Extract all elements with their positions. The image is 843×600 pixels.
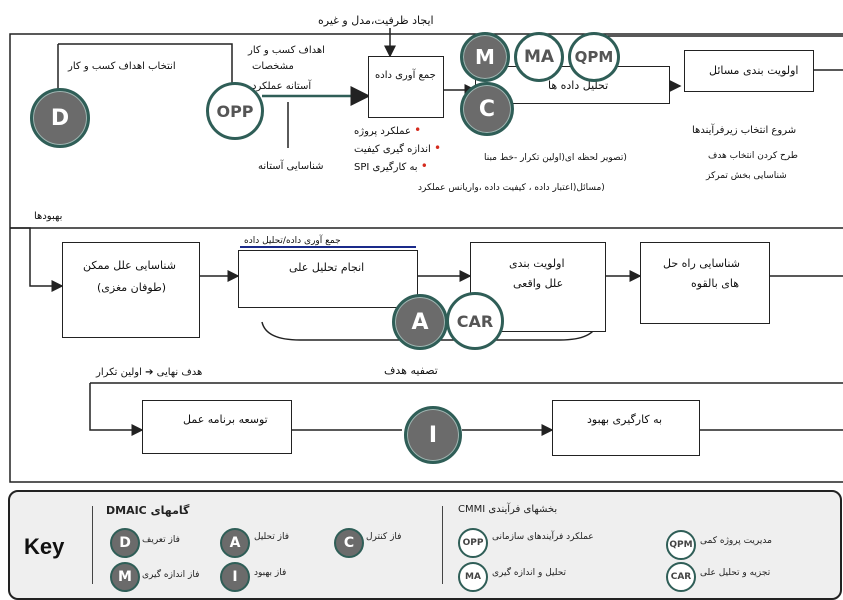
d-phase-circle: D <box>30 88 90 148</box>
bullet-2: • اندازه گیری کیفیت <box>354 141 442 156</box>
right-note-3: شناسایی بخش تمرکز <box>706 171 787 181</box>
solutions-line1: شناسایی راه حل <box>663 257 740 270</box>
first-iteration-label: هدف نهایی ➔ اولین تکرار <box>96 367 203 378</box>
action-plan-label: توسعه برنامه عمل <box>183 413 268 426</box>
bullet-3: • به کارگیری SPI <box>354 159 428 174</box>
key-divider-mid <box>442 506 443 584</box>
cmmi-title: بخشهای فرآیندی CMMI <box>458 504 558 515</box>
key-c-icon: C <box>334 528 364 558</box>
prioritize-box: اولویت بندی مسائل <box>684 50 814 92</box>
m-phase-circle: M <box>460 32 510 82</box>
solutions-box: شناسایی راه حل های بالقوه <box>640 242 770 324</box>
goals-spec-1: اهداف کسب و کار <box>248 45 325 56</box>
analysis-note-1: (تصویر لحظه ای(اولین تکرار -خط مبنا <box>484 153 627 163</box>
key-i-label: فاز بهبود <box>254 568 287 578</box>
root-causes-line1: شناسایی علل ممکن <box>83 259 176 272</box>
root-causes-box: شناسایی علل ممکن (طوفان مغزی) <box>62 242 200 338</box>
bullet-1: • عملکرد پروژه <box>354 123 422 138</box>
key-divider-left <box>92 506 93 584</box>
ma-circle: MA <box>514 32 564 82</box>
collect-data-box: جمع آوری داده <box>368 56 444 118</box>
prioritize-label: اولویت بندی مسائل <box>709 64 799 77</box>
a-phase-circle: A <box>392 294 448 350</box>
solutions-line2: های بالقوه <box>691 277 740 290</box>
opp-circle: OPP <box>206 82 264 140</box>
right-note-2: طرح کردن انتخاب هدف <box>708 151 798 161</box>
key-d-icon: D <box>110 528 140 558</box>
collect-data-label: جمع آوری داده <box>375 70 436 81</box>
key-d-label: فاز تعریف <box>142 535 180 545</box>
key-a-label: فاز تحلیل <box>254 532 290 542</box>
key-car-icon: CAR <box>666 562 696 592</box>
key-ma-icon: MA <box>458 562 488 592</box>
key-i-icon: I <box>220 562 250 592</box>
key-qpm-label: مدیریت پروژه کمی <box>700 536 772 546</box>
key-title: Key <box>24 534 65 559</box>
key-m-icon: M <box>110 562 140 592</box>
i-phase-circle: I <box>404 406 462 464</box>
key-car-label: تجزیه و تحلیل علی <box>700 568 771 578</box>
right-note-1: شروع انتخاب زیرفرآیندها <box>692 125 797 136</box>
analyze-data-label: تحلیل داده ها <box>548 79 609 92</box>
collect-analyze-label: جمع آوری داده/تحلیل داده <box>244 236 341 246</box>
key-ma-label: تحلیل و اندازه گیری <box>492 568 567 578</box>
c-phase-circle: C <box>460 82 514 136</box>
legend-key: Key گامهای DMAIC بخشهای فرآیندی CMMI D ف… <box>8 490 842 600</box>
improvements-label: بهبودها <box>34 211 63 222</box>
car-circle: CAR <box>446 292 504 350</box>
goals-spec-3: آستانه عملکرد <box>252 81 312 92</box>
apply-improve-box: به کارگیری بهبود <box>552 400 700 456</box>
goals-spec-2: مشخصات <box>252 61 294 72</box>
key-m-label: فاز اندازه گیری <box>142 570 200 580</box>
causal-analysis-label: انجام تحلیل علی <box>289 261 365 274</box>
apply-improve-label: به کارگیری بهبود <box>587 413 663 426</box>
key-opp-icon: OPP <box>458 528 488 558</box>
key-a-icon: A <box>220 528 250 558</box>
dmaic-title: گامهای DMAIC <box>106 504 190 517</box>
causal-analysis-box: انجام تحلیل علی <box>238 250 418 308</box>
qpm-circle: QPM <box>568 32 620 82</box>
key-c-label: فاز کنترل <box>366 532 402 542</box>
refine-goal-label: تصفیه هدف <box>384 364 438 377</box>
key-opp-label: عملکرد فرآیندهای سازمانی <box>492 532 594 542</box>
threshold-id-label: شناسایی آستانه <box>258 161 324 172</box>
analysis-note-2: (مسائل(اعتبار داده ، کیفیت داده ،واریانس… <box>418 183 605 193</box>
prioritize-real-line2: علل واقعی <box>513 277 564 290</box>
action-plan-box: توسعه برنامه عمل <box>142 400 292 454</box>
select-goals-label: انتخاب اهداف کسب و کار <box>68 61 176 72</box>
root-causes-line2: (طوفان مغزی) <box>97 281 167 294</box>
prioritize-real-line1: اولویت بندی <box>509 257 565 270</box>
key-qpm-icon: QPM <box>666 530 696 560</box>
capacity-label: ایجاد ظرفیت،مدل و غیره <box>318 14 434 27</box>
